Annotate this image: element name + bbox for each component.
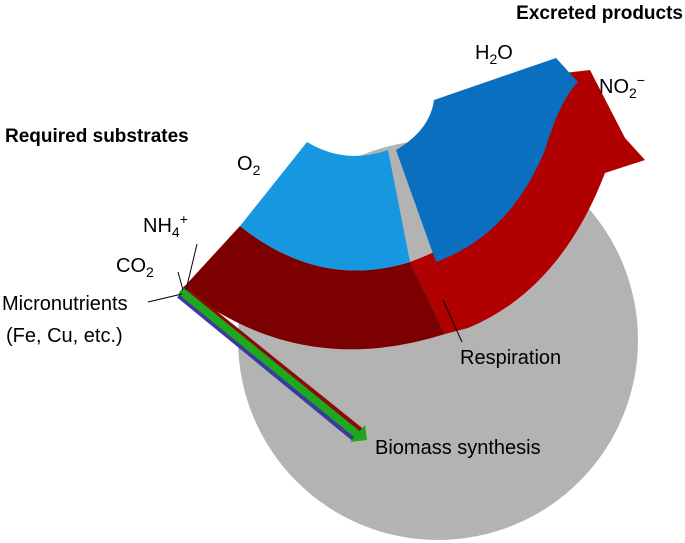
required-substrates-heading: Required substrates [5, 126, 189, 147]
h2o-label: H2O [475, 42, 513, 67]
o2-flow-band [240, 142, 410, 271]
nh4-label: NH4+ [143, 211, 188, 240]
micronutrients-leader [147, 293, 183, 303]
micronutrients-label: Micronutrients [2, 293, 128, 315]
co2-label: CO2 [116, 255, 154, 280]
respiration-leader [442, 299, 463, 343]
respiration-label: Respiration [460, 347, 561, 369]
biomass-synthesis-label: Biomass synthesis [375, 437, 541, 459]
co2-leader [177, 271, 184, 291]
no2-flow-arrow [410, 70, 645, 334]
h2o-flow-arrow [396, 58, 578, 262]
micronutrients-examples-label: (Fe, Cu, etc.) [6, 325, 123, 347]
o2-label: O2 [237, 153, 261, 178]
biomass-arrow [177, 285, 367, 442]
nh4-leader [185, 243, 198, 291]
excreted-products-heading: Excreted products [516, 3, 683, 24]
no2-label: NO2− [599, 72, 645, 101]
nh4-flow-band [183, 226, 445, 350]
